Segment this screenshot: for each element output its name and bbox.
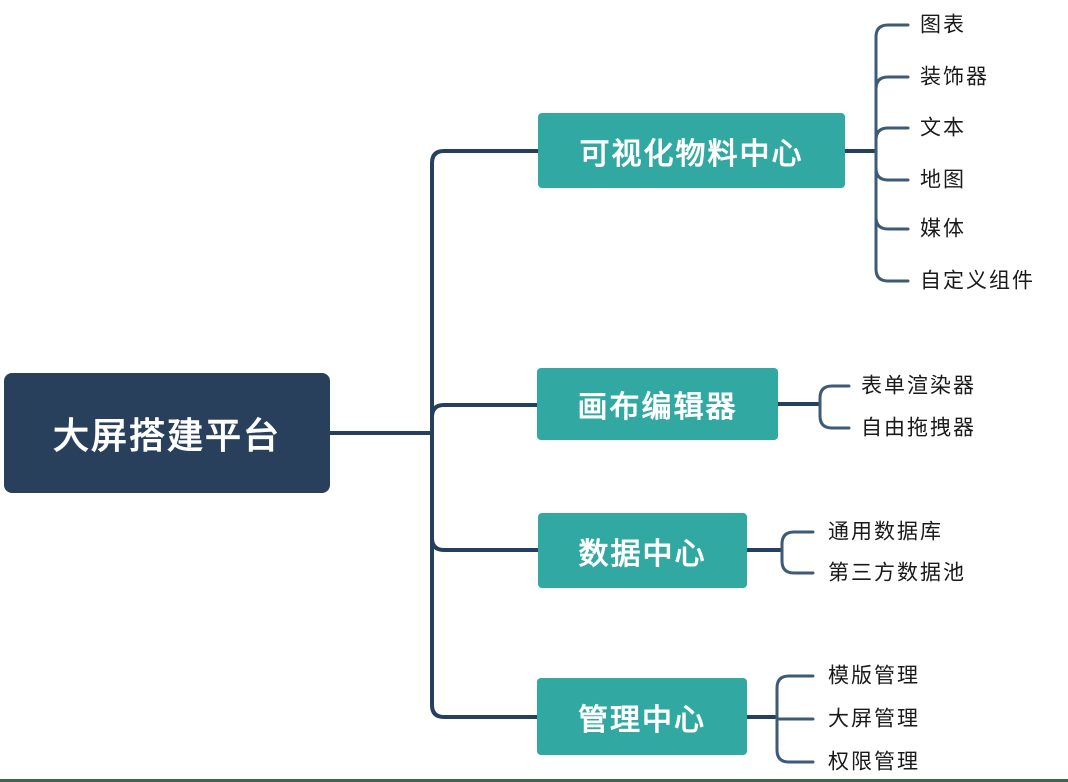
- leaf-node: 地图: [920, 168, 966, 192]
- leaf-node: 媒体: [920, 217, 966, 241]
- leaf-node: 自定义组件: [920, 269, 1035, 293]
- branch1-children-bracket: [874, 23, 910, 283]
- leaf-node: 第三方数据池: [828, 561, 966, 585]
- root-node: 大屏搭建平台: [4, 373, 330, 493]
- leaf-node: 权限管理: [828, 750, 920, 774]
- branch4-children-bracket: [775, 674, 815, 764]
- leaf-node: 自由拖拽器: [861, 416, 976, 440]
- leaf-node: 文本: [920, 116, 966, 140]
- bottom-border-line: [0, 779, 1068, 782]
- root-node-label: 大屏搭建平台: [52, 415, 281, 456]
- leaf-node: 通用数据库: [828, 520, 943, 544]
- leaf-node: 装饰器: [920, 65, 989, 89]
- leaf-node: 表单渲染器: [861, 374, 976, 398]
- branch2-children-bracket: [818, 384, 851, 430]
- branch-node-label: 画布编辑器: [577, 391, 738, 424]
- branch-node-data-center: 数据中心: [538, 513, 747, 588]
- branch-node-label: 管理中心: [578, 703, 706, 737]
- branch-node-label: 数据中心: [578, 537, 707, 571]
- branch-node-label: 可视化物料中心: [579, 137, 804, 171]
- branch-node-visual-material-center: 可视化物料中心: [538, 113, 845, 188]
- leaf-node: 模版管理: [828, 664, 920, 688]
- leaf-node: 大屏管理: [828, 707, 920, 731]
- leaf-node: 图表: [920, 13, 966, 37]
- branch-node-management-center: 管理中心: [537, 678, 747, 755]
- branch3-children-bracket: [780, 530, 815, 575]
- branch-node-canvas-editor: 画布编辑器: [537, 368, 778, 440]
